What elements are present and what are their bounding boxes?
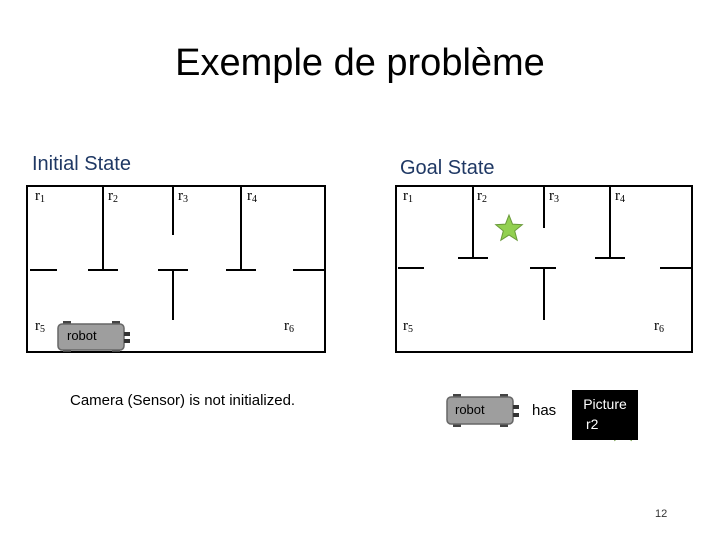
goal-room-r4: r4 (615, 188, 625, 205)
goal-robot-label: robot (455, 402, 485, 417)
initial-robot (57, 321, 130, 352)
initial-room-r4: r4 (247, 188, 257, 205)
initial-room-r2: r2 (108, 188, 118, 205)
page-title: Exemple de problème (175, 42, 545, 84)
goal-floor-plan (395, 185, 693, 353)
sensor-caption: Camera (Sensor) is not initialized. (70, 392, 296, 409)
goal-room-r6: r6 (654, 318, 664, 335)
goal-state-heading: Goal State (400, 157, 495, 179)
initial-floor-plan (26, 185, 326, 353)
picture-room-label: r2 (586, 416, 599, 432)
picture-box: Picture r2 (572, 390, 638, 440)
initial-room-r1: r1 (35, 188, 45, 205)
has-label: has (532, 402, 557, 419)
initial-room-r6: r6 (284, 318, 294, 335)
goal-room-r2: r2 (477, 188, 487, 205)
initial-state-heading: Initial State (32, 153, 131, 175)
initial-room-r5: r5 (35, 318, 45, 335)
initial-room-r3: r3 (178, 188, 188, 205)
goal-robot (446, 394, 519, 427)
goal-star-in-r2 (494, 213, 524, 242)
page-number: 12 (655, 508, 668, 520)
picture-label: Picture (583, 396, 627, 412)
goal-room-r5: r5 (403, 318, 413, 335)
goal-room-r1: r1 (403, 188, 413, 205)
initial-robot-label: robot (67, 328, 97, 343)
goal-room-r3: r3 (549, 188, 559, 205)
